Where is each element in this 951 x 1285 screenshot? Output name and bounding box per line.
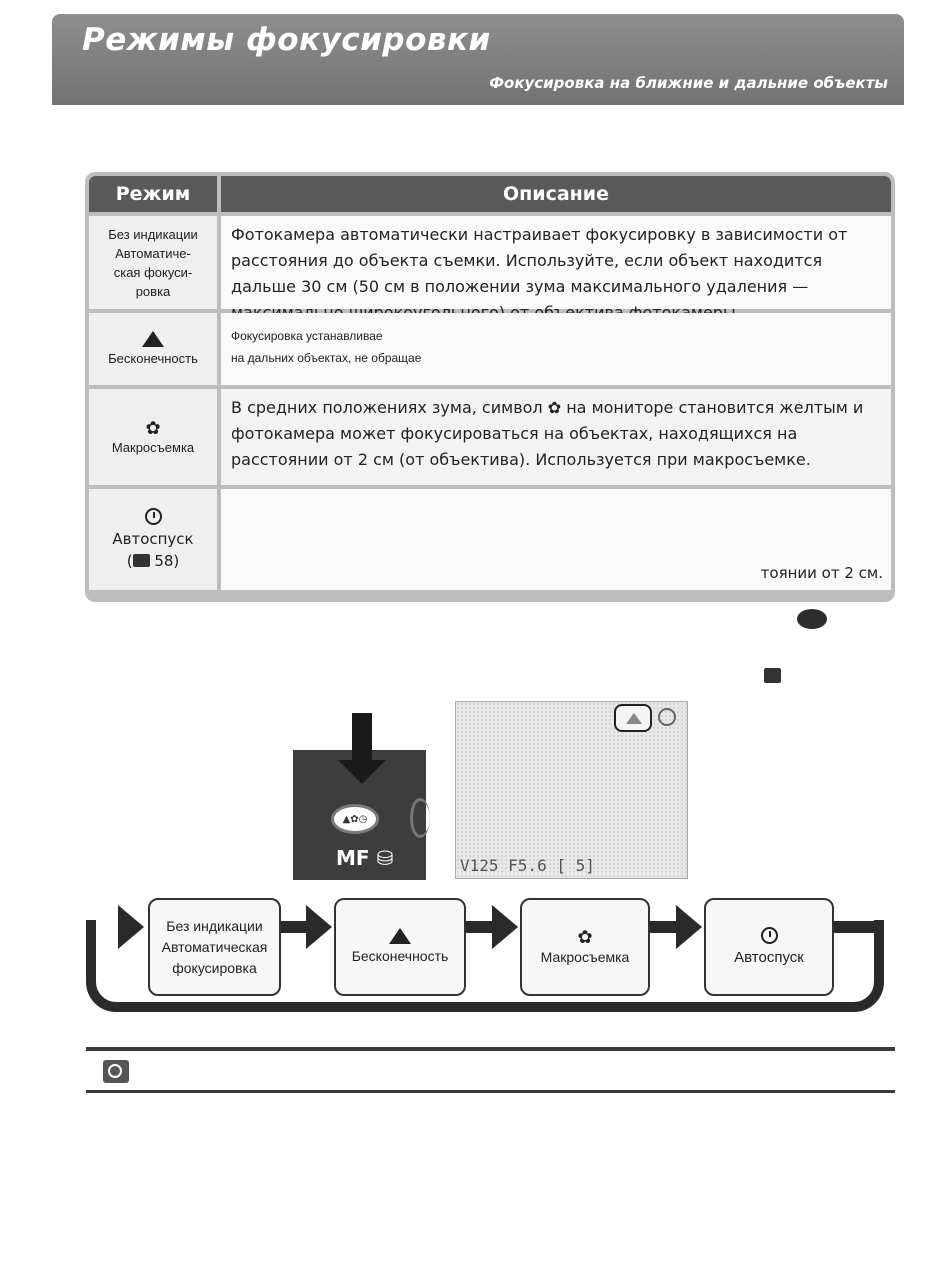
page-header: Режимы фокусировки Фокусировка на ближни… [52, 14, 904, 105]
press-arrow-icon [352, 713, 372, 763]
mountain-icon [389, 927, 411, 944]
note-divider-bottom [86, 1090, 895, 1093]
note-magnifier-icon [103, 1060, 129, 1083]
mountain-icon [142, 330, 164, 347]
mode-cell-self-timer: Автоспуск ( 58) [89, 489, 217, 590]
description-cell-infinity: Фокусировка устанавливае на дальних объе… [221, 313, 891, 385]
self-timer-icon [760, 926, 778, 944]
flow-arrow-icon [676, 905, 702, 949]
description-cell-macro: В средних положениях зума, символ ✿ на м… [221, 389, 891, 485]
infinity-focus-indicator-icon [614, 704, 652, 732]
page-title: Режимы фокусировки [82, 22, 491, 58]
table-row: Автоспуск ( 58) тоянии от 2 см. [89, 489, 891, 590]
table-row: Без индикации Автоматиче- ская фокуси- р… [89, 216, 891, 322]
page-reference-icon [764, 668, 781, 683]
camera-monitor: V125 F5.6 [ 5] [455, 701, 688, 879]
page-reference-icon [132, 553, 150, 567]
flow-arrow [466, 921, 494, 933]
flow-arrow [834, 921, 884, 933]
cycle-loop-line [86, 920, 884, 1012]
mode-cell-auto: Без индикации Автоматиче- ская фокуси- р… [89, 216, 217, 309]
column-header-mode: Режим [89, 176, 217, 212]
table-row: Бесконечность Фокусировка устанавливае н… [89, 313, 891, 385]
mode-cell-macro: ✿ Макросъемка [89, 389, 217, 485]
flow-step-auto: Без индикации Автоматическая фокусировка [148, 898, 281, 996]
flow-arrow [650, 921, 678, 933]
flow-step-self-timer: Автоспуск [704, 898, 834, 996]
focus-mode-button[interactable]: ▲✿◷ [331, 804, 379, 834]
note-divider-top [86, 1047, 895, 1051]
flow-step-macro: ✿ Макросъемка [520, 898, 650, 996]
timer-indicator-icon [658, 708, 676, 726]
description-cell-auto: Фотокамера автоматически настраивает фок… [221, 216, 891, 322]
focus-mode-table: Режим Описание Без индикации Автоматиче-… [85, 172, 895, 602]
self-timer-icon [144, 507, 162, 525]
table-header: Режим Описание [89, 176, 891, 212]
flow-arrow [281, 921, 309, 933]
flow-step-infinity: Бесконечность [334, 898, 466, 996]
flow-arrow-icon [118, 905, 144, 949]
column-header-description: Описание [221, 176, 891, 212]
flow-arrow-icon [492, 905, 518, 949]
flower-icon: ✿ [577, 926, 593, 947]
focus-mode-button-icon [797, 609, 827, 629]
description-cell-self-timer: тоянии от 2 см. [221, 489, 891, 590]
mode-cell-infinity: Бесконечность [89, 313, 217, 385]
mf-label: MF ⛁ [336, 846, 394, 870]
press-arrow-head-icon [338, 760, 386, 784]
flow-arrow-icon [306, 905, 332, 949]
table-row: ✿ Макросъемка В средних положениях зума,… [89, 389, 891, 485]
monitor-status-line: V125 F5.6 [ 5] [460, 856, 595, 875]
camera-dial-edge [410, 798, 430, 838]
flower-icon: ✿ [145, 417, 161, 438]
page-subtitle: Фокусировка на ближние и дальние объекты [489, 74, 888, 92]
